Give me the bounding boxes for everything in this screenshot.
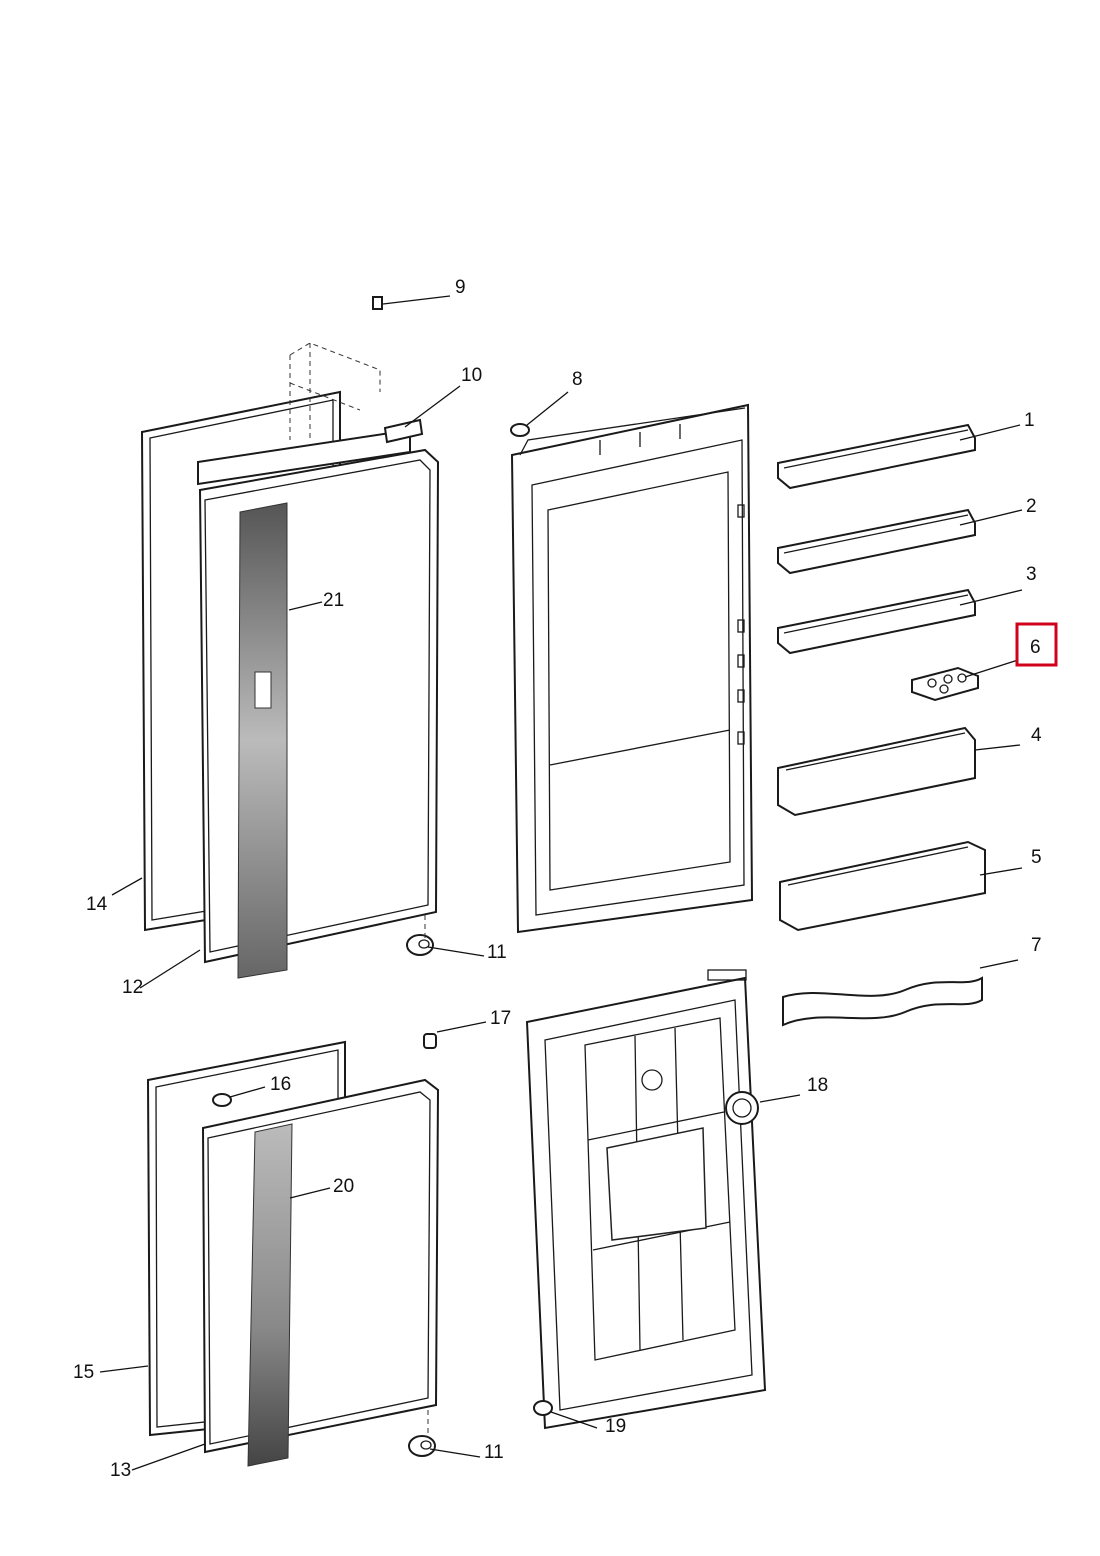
door-panel-upper	[198, 448, 440, 979]
liner-plug	[510, 423, 530, 437]
door-clip-top	[289, 296, 383, 440]
door-bin-rail-7	[782, 976, 983, 1027]
callout-17: 17	[490, 1008, 511, 1029]
door-pin	[423, 1033, 437, 1049]
callout-7: 7	[1031, 935, 1042, 956]
door-liner-upper	[510, 403, 754, 934]
door-stripe-lower	[247, 1123, 293, 1467]
door-stripe-upper	[237, 502, 288, 979]
callout-18: 18	[807, 1075, 828, 1096]
callout-4: 4	[1031, 725, 1042, 746]
callout-2: 2	[1026, 496, 1037, 517]
food-symbol-card	[606, 1127, 707, 1241]
door-shelf-1	[777, 423, 976, 490]
door-plug-lower	[212, 1093, 232, 1107]
door-panel-lower	[201, 1078, 440, 1467]
dial-knob	[725, 1091, 759, 1125]
callout-21: 21	[323, 590, 344, 611]
hinge-lower	[408, 1410, 436, 1457]
door-bin-4	[777, 726, 976, 817]
door-shelf-2	[777, 508, 976, 575]
display-window	[254, 671, 272, 709]
callout-1: 1	[1024, 410, 1035, 431]
callout-16: 16	[270, 1074, 291, 1095]
callout-15: 15	[73, 1362, 94, 1383]
callout-19: 19	[605, 1416, 626, 1437]
callout-10: 10	[461, 365, 482, 386]
door-foot	[533, 1400, 553, 1416]
door-liner-lower	[525, 969, 767, 1430]
callout-5: 5	[1031, 847, 1042, 868]
egg-tray	[911, 666, 979, 702]
callout-labels: 1 2 3 4 5 6 7 8 9 10 11 11 12 13 14 15 1…	[73, 277, 1042, 1481]
callout-9: 9	[455, 277, 466, 298]
hinge-upper	[406, 915, 434, 956]
door-shelf-3	[777, 588, 976, 655]
callout-13: 13	[110, 1460, 131, 1481]
door-bin-5	[779, 840, 986, 932]
callout-11-lower: 11	[484, 1442, 504, 1463]
callout-highlight-box	[1015, 622, 1058, 667]
callout-14: 14	[86, 894, 108, 915]
leader-lines	[99, 295, 1023, 1471]
callout-8: 8	[572, 369, 583, 390]
callout-3: 3	[1026, 564, 1037, 585]
callout-12: 12	[122, 977, 143, 998]
callout-6: 6	[1030, 637, 1041, 658]
callout-20: 20	[333, 1176, 354, 1197]
callout-11-upper: 11	[487, 942, 507, 963]
